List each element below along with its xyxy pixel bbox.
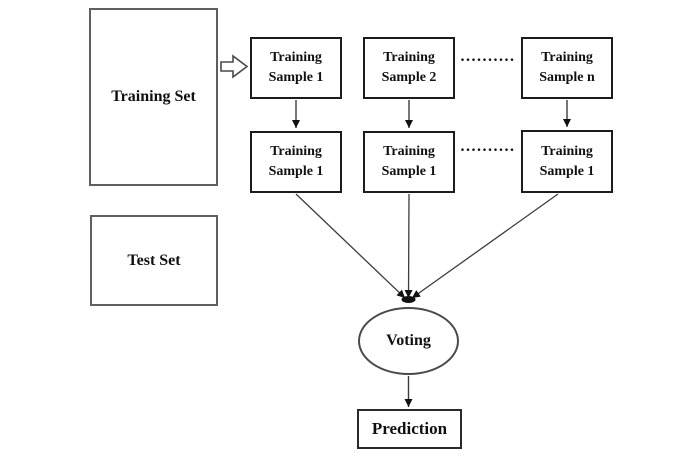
voting-label: Voting — [386, 332, 431, 349]
prediction-box: Prediction — [357, 409, 462, 449]
training-sample-n-box: Training Sample n — [521, 37, 613, 99]
test-set-box: Test Set — [90, 215, 218, 306]
training-set-box: Training Set — [89, 8, 218, 186]
box-label-line1: Training — [541, 143, 593, 159]
box-label-line2: Sample 1 — [268, 70, 324, 85]
resample-n-box: Training Sample 1 — [521, 130, 613, 193]
arrow-middle-to-voting — [404, 193, 413, 299]
training-sample-1-box: Training Sample 1 — [250, 37, 342, 99]
ellipsis-row1: .......... — [460, 48, 516, 65]
box-label-line2: Sample 1 — [539, 163, 595, 179]
box-label-line1: Training — [383, 50, 435, 65]
arrowhead-cluster — [401, 296, 416, 303]
voting-ellipse: Voting — [358, 307, 459, 375]
box-label-line2: Sample n — [539, 70, 595, 85]
ellipsis-row2: .......... — [460, 138, 516, 155]
test-set-label: Test Set — [127, 251, 181, 269]
block-arrow-icon — [220, 54, 249, 79]
box-label-line1: Training — [383, 144, 435, 159]
box-label-line1: Training — [541, 50, 593, 65]
box-label-line2: Sample 1 — [381, 164, 437, 179]
resample-2-box: Training Sample 1 — [363, 131, 455, 193]
prediction-label: Prediction — [371, 419, 448, 438]
box-label-line2: Sample 1 — [268, 164, 324, 179]
box-label-line1: Training — [270, 50, 322, 65]
arrow-right-to-voting — [411, 193, 559, 299]
training-set-label: Training Set — [111, 88, 196, 105]
training-sample-2-box: Training Sample 2 — [363, 37, 455, 99]
box-label-line2: Sample 2 — [381, 70, 437, 85]
arrow-left-to-voting — [295, 193, 406, 299]
resample-1-box: Training Sample 1 — [250, 131, 342, 193]
box-label-line1: Training — [270, 144, 322, 159]
